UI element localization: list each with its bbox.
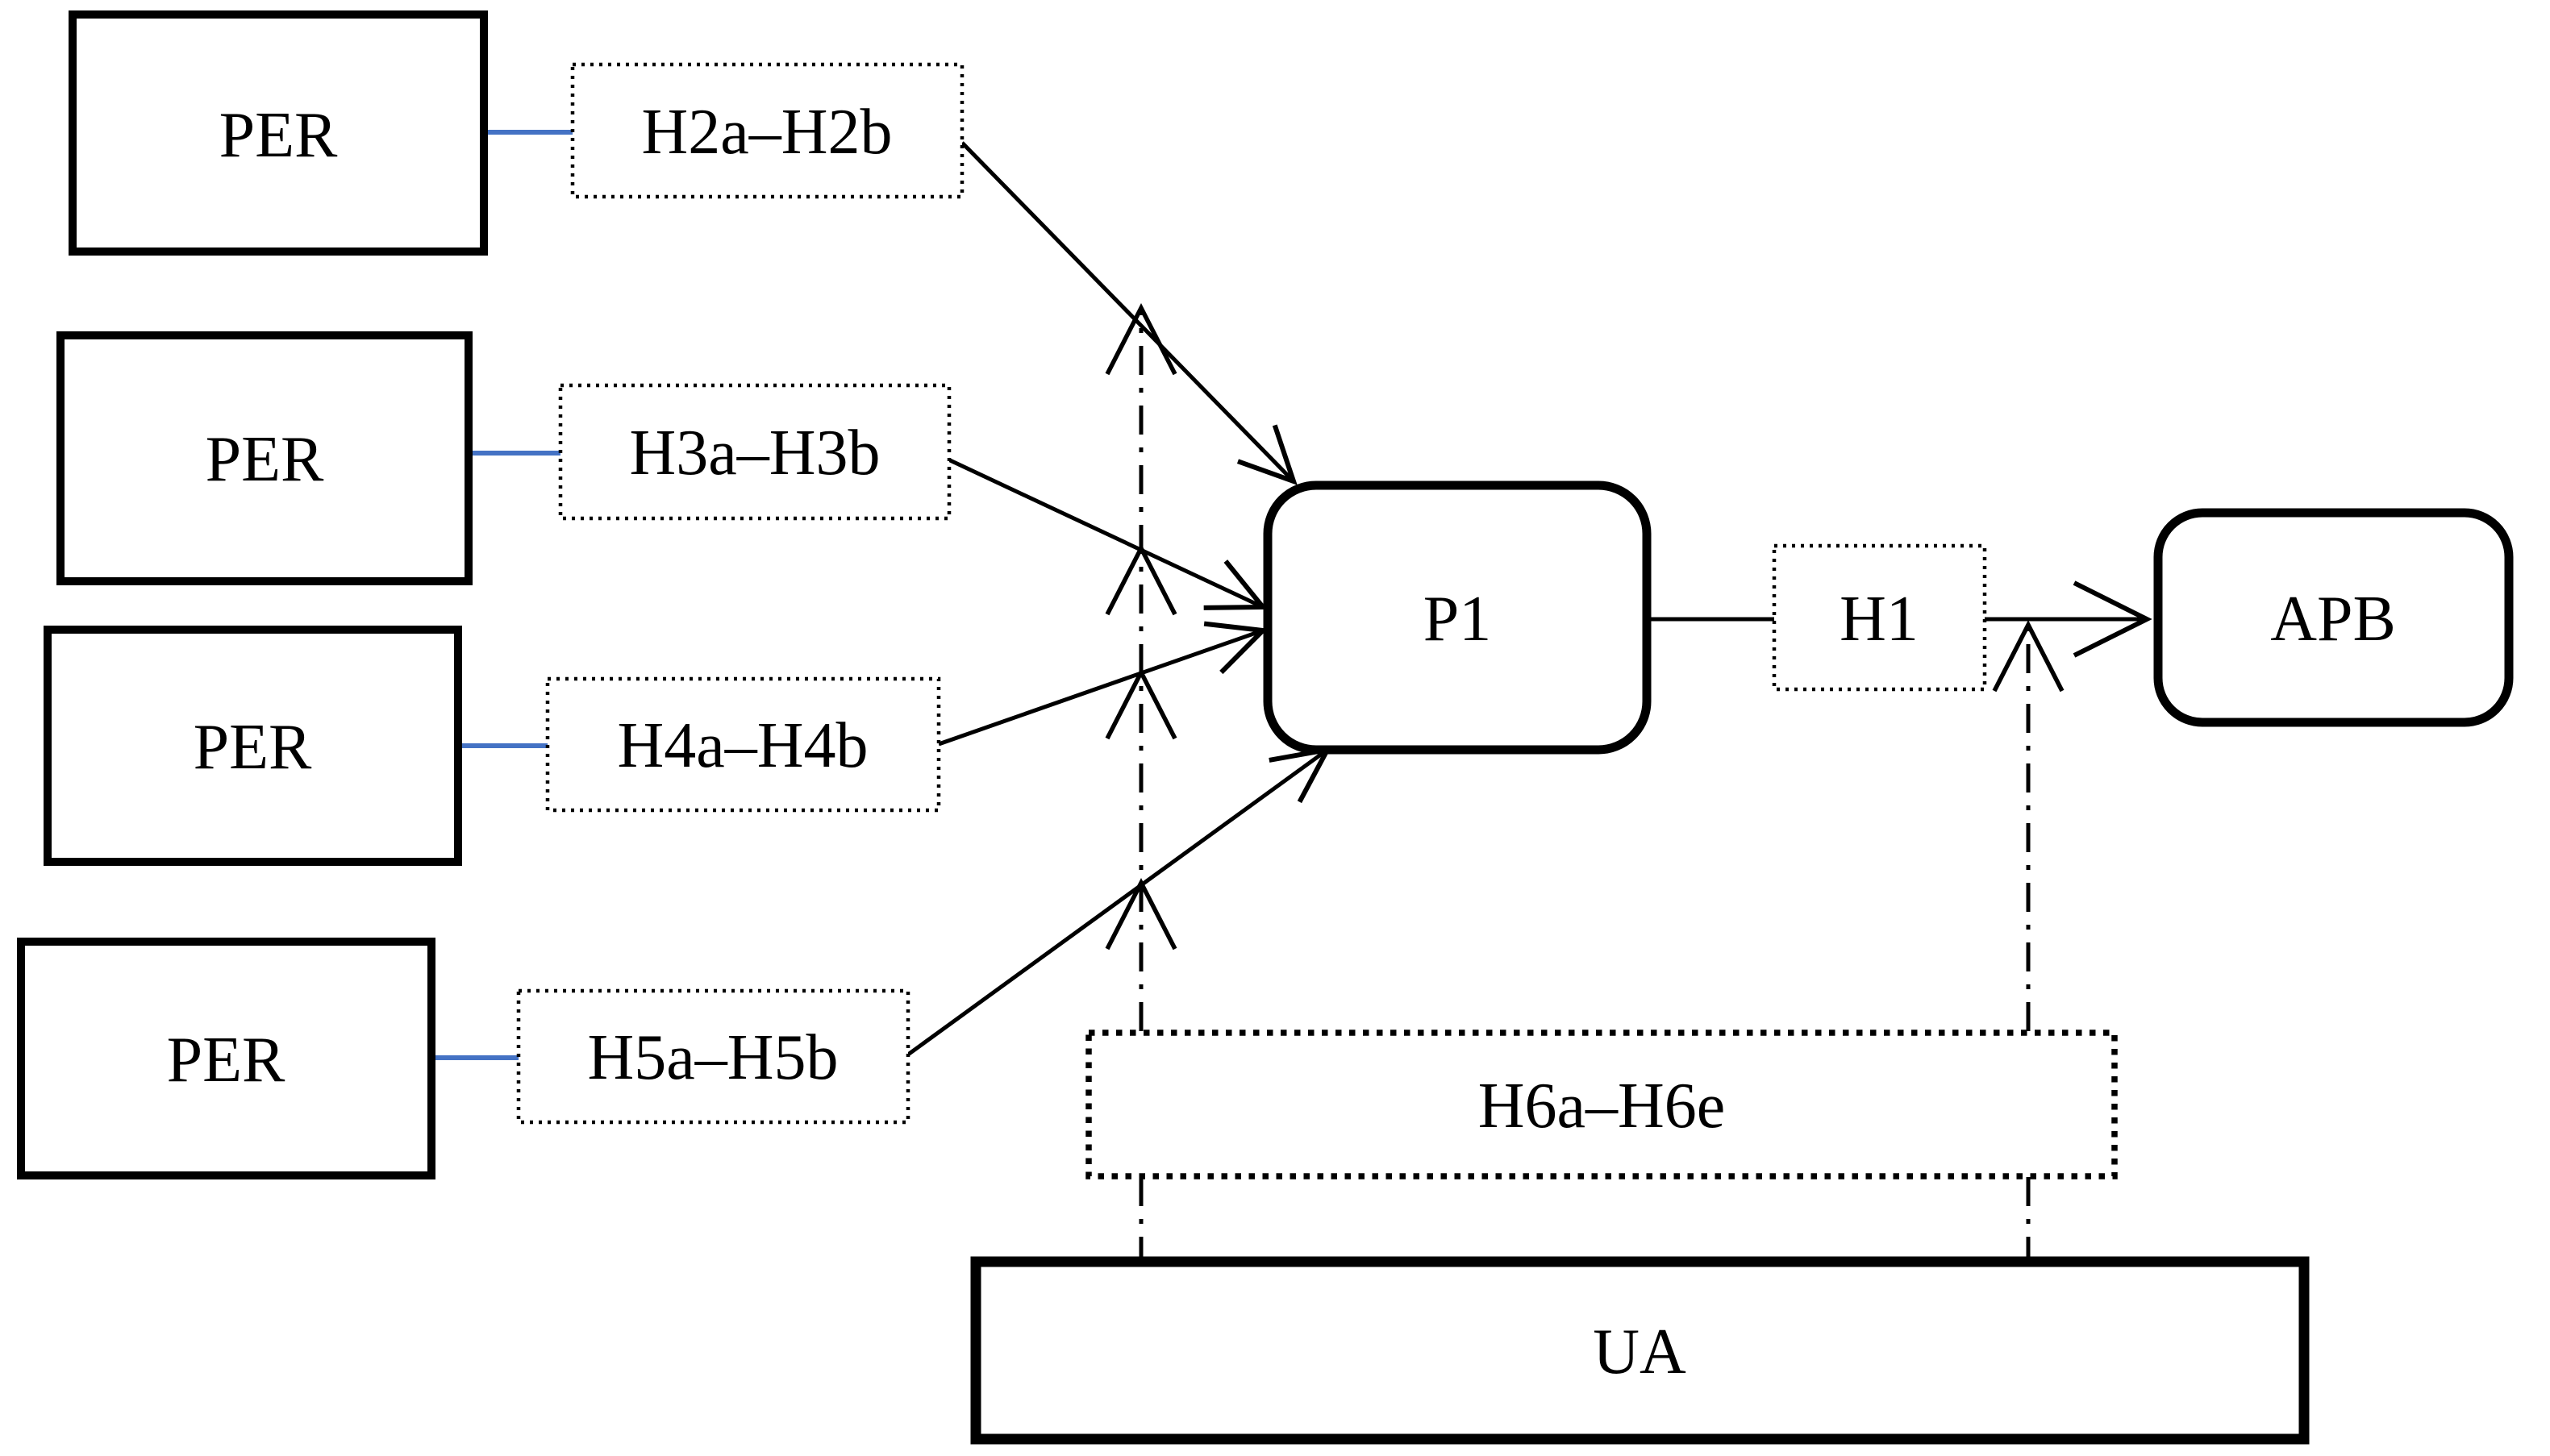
arrow-h5-to-p1 <box>906 746 1332 1057</box>
per-box-1 <box>69 10 488 256</box>
arrow-h3-to-p1 <box>947 457 1269 610</box>
per-box-4 <box>17 938 435 1179</box>
h5-hypothesis-label: H5a–H5b <box>587 1022 838 1093</box>
apb-label: APB <box>2270 584 2396 655</box>
h5-hypothesis-box <box>516 988 910 1125</box>
ua-label: UA <box>1593 1317 1686 1387</box>
h6-hypothesis-box <box>1085 1030 2118 1179</box>
per-box-2 <box>56 331 473 585</box>
moderation-arrowhead-on-h5-arrow <box>1105 877 1177 951</box>
per-label-4: PER <box>167 1025 285 1096</box>
moderation-arrowhead-on-h1-arrow <box>1992 619 2065 693</box>
moderation-arrowhead-on-h3-arrow <box>1105 543 1177 616</box>
p1-box <box>1263 480 1652 755</box>
h3-hypothesis-box <box>558 383 952 521</box>
moderation-arrowhead-on-h4-arrow <box>1105 667 1177 740</box>
per-label-3: PER <box>194 712 312 783</box>
h4-hypothesis-label: H4a–H4b <box>617 710 868 781</box>
arrow-h4-to-p1 <box>938 621 1269 747</box>
arrow-h2-to-p1 <box>960 141 1298 485</box>
moderation-arrowhead-on-h2-arrow <box>1105 302 1177 376</box>
per-box-3 <box>44 626 462 866</box>
p1-label: P1 <box>1423 584 1492 655</box>
h1-hypothesis-box <box>1772 543 1987 692</box>
h1-hypothesis-label: H1 <box>1840 584 1919 655</box>
ua-box <box>970 1256 2310 1445</box>
h2-hypothesis-box <box>570 62 965 199</box>
h2-hypothesis-label: H2a–H2b <box>641 97 892 168</box>
h4-hypothesis-box <box>545 676 941 813</box>
h3-hypothesis-label: H3a–H3b <box>629 418 880 489</box>
h6-hypothesis-label: H6a–H6e <box>1478 1071 1726 1142</box>
per-label-1: PER <box>219 100 338 171</box>
per-label-2: PER <box>206 424 324 495</box>
apb-box <box>2153 508 2514 727</box>
